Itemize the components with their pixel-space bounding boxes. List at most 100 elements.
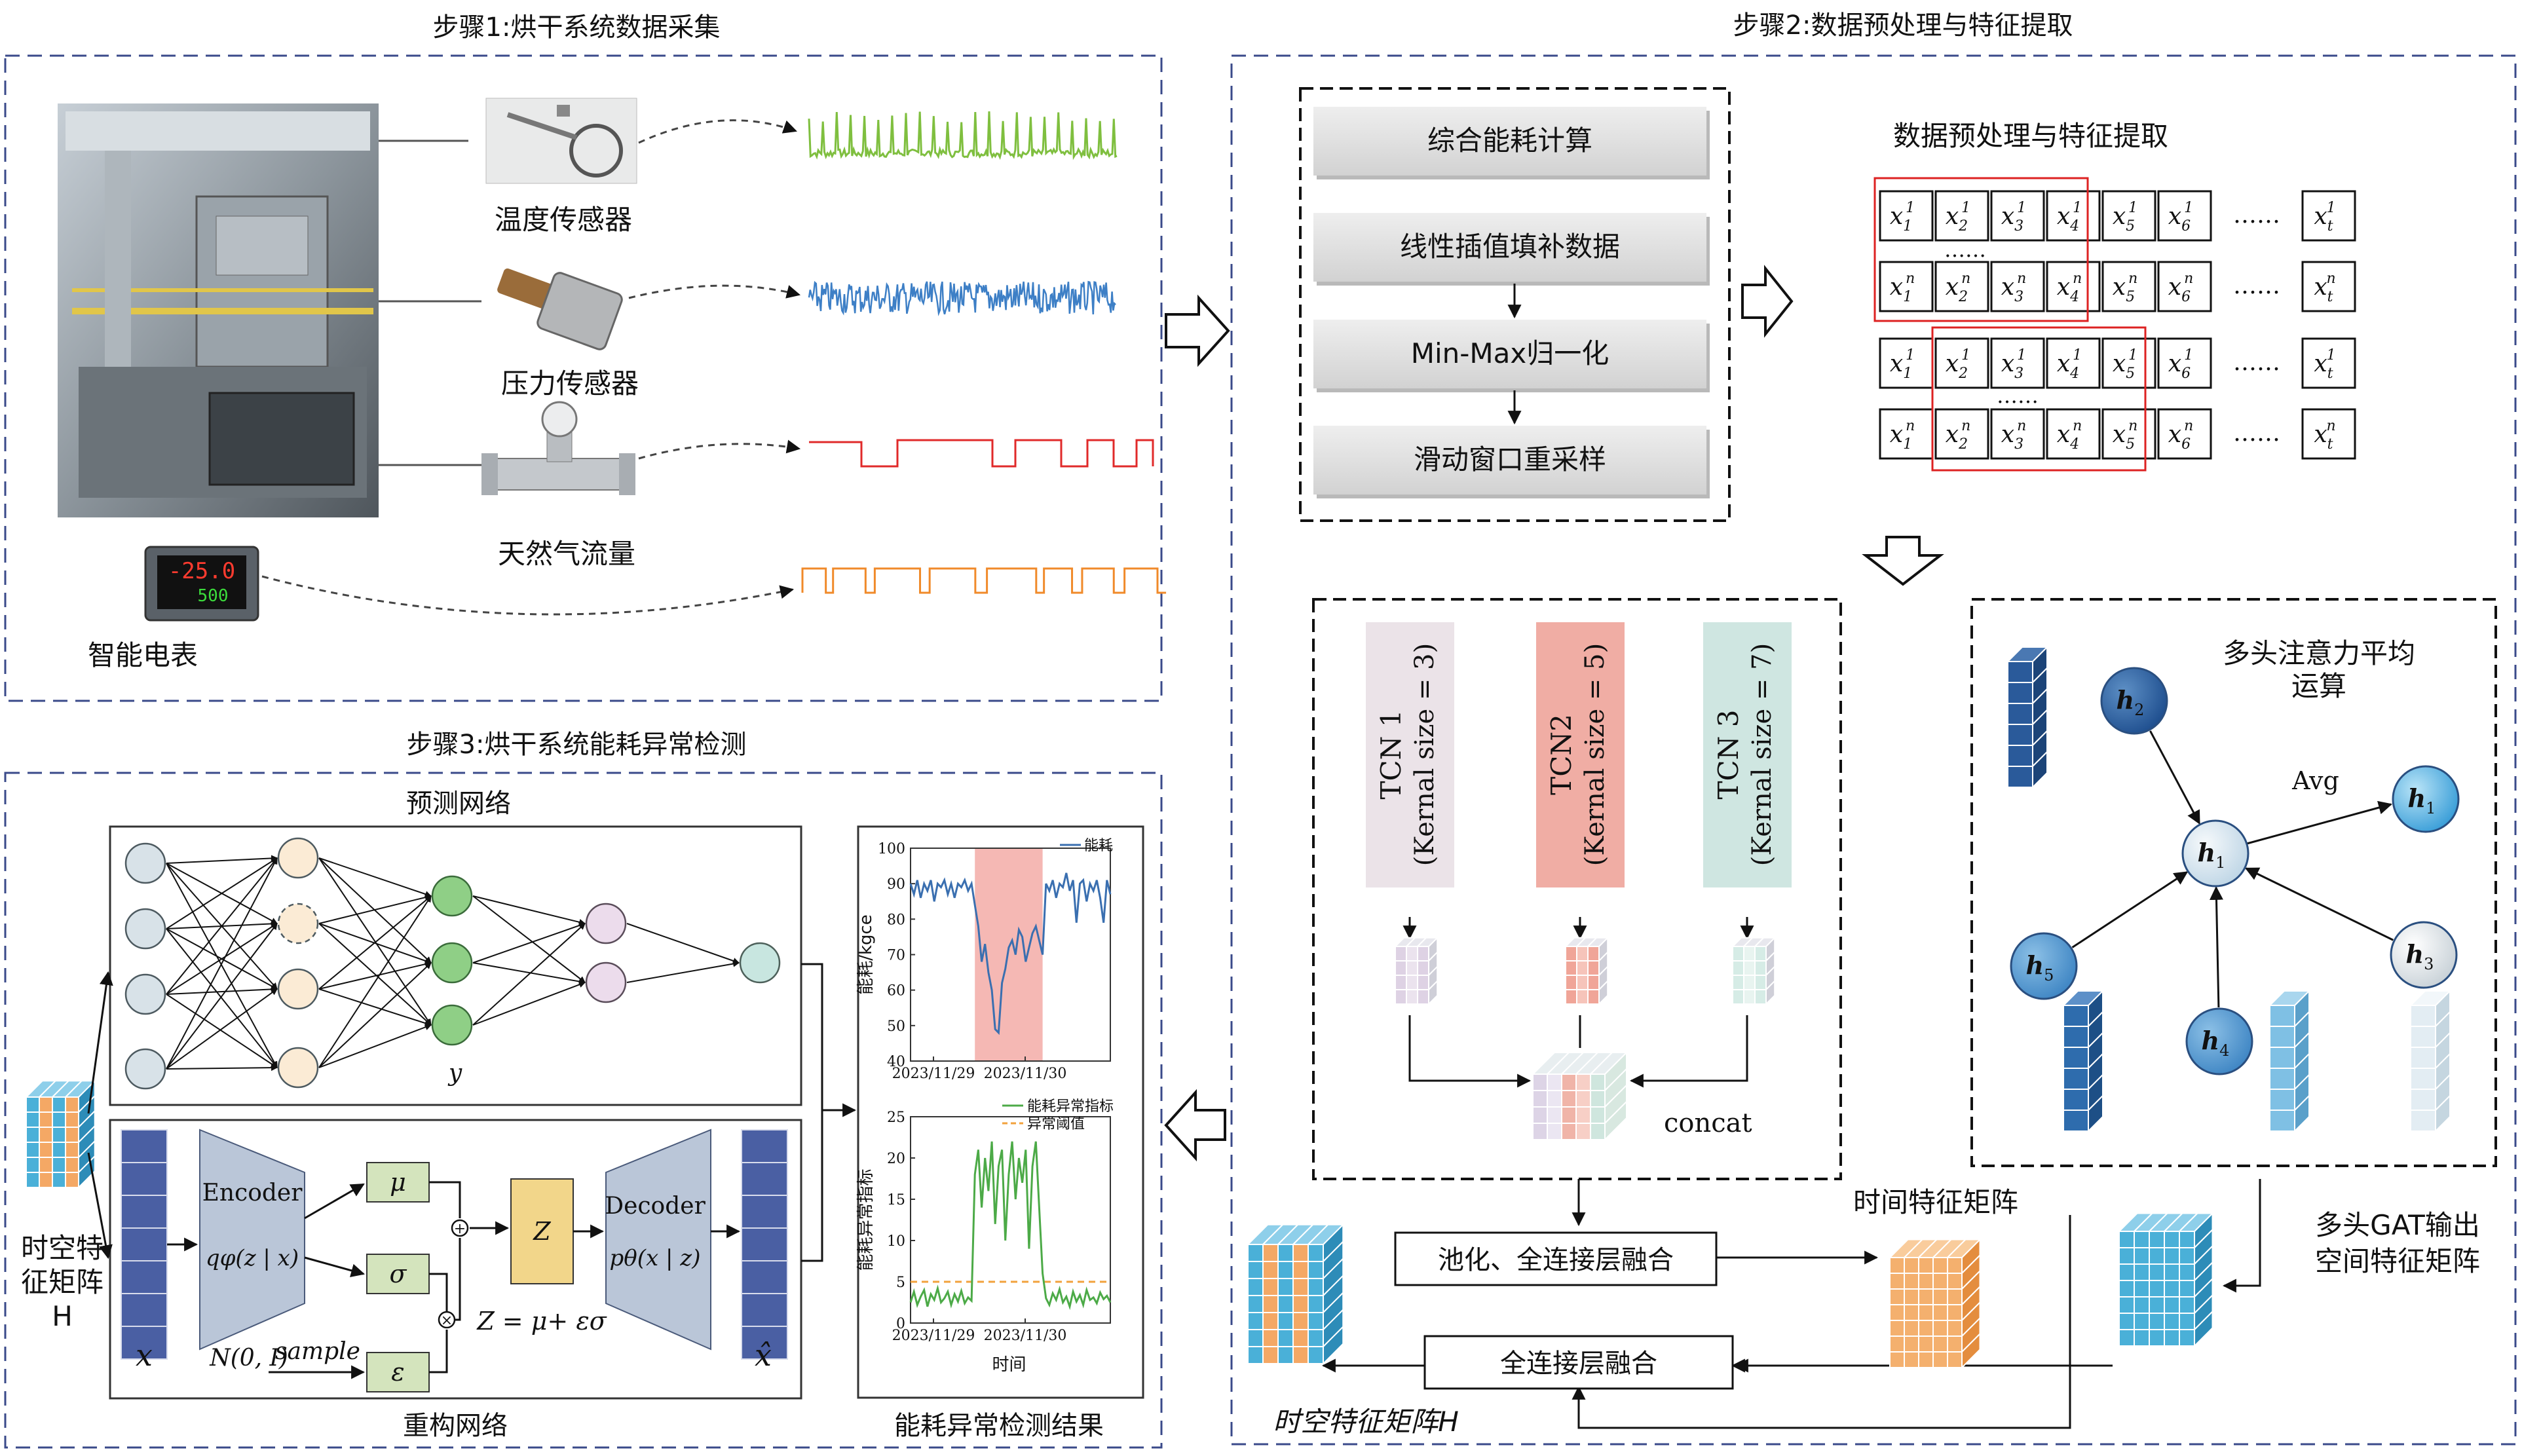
vae-connector (304, 1183, 365, 1220)
nn-connection (166, 855, 278, 864)
matrix-cell (2301, 261, 2356, 312)
matrix-cell (2046, 261, 2101, 312)
matrix-cell-label: x6n (2168, 271, 2193, 305)
nn-neuron-l1 (277, 968, 319, 1010)
matrix-cell (1934, 190, 1989, 242)
vae-input-cell (121, 1293, 168, 1327)
matrix-cell (2157, 337, 2212, 389)
matrix-cell-label: xt1 (2314, 347, 2335, 382)
sigma-box-label: σ (390, 1260, 407, 1288)
y-tick-label: 90 (887, 876, 905, 893)
gas-flow-meter-image (481, 401, 635, 495)
vae-connector (429, 1273, 448, 1311)
multiply-op (438, 1311, 456, 1329)
temperature-signal (808, 111, 1118, 160)
step1-to-step2-arrow (1165, 294, 1230, 367)
nn-neuron-l2 (431, 1004, 473, 1046)
gas-flow-label: 天然气流量 (498, 538, 635, 570)
sensor-signal-waveforms (801, 111, 1167, 594)
reconstruction-net-box (109, 1119, 802, 1400)
tcn-3-output-cube (1731, 936, 1777, 1006)
vae-connector (429, 1181, 461, 1218)
concat-label: concat (1664, 1108, 1752, 1138)
matrix-to-model-arrow (1862, 536, 1944, 586)
st-matrix-label: 时空特征矩阵H (1273, 1406, 1459, 1438)
vae-output-xhat: x̂ (755, 1337, 772, 1373)
nn-connection (472, 922, 586, 963)
nn-neuron-l3 (585, 961, 627, 1003)
y-tick-label: 50 (887, 1018, 905, 1035)
gat-output-label-1: 多头GAT输出 (2315, 1209, 2480, 1241)
matrix-cell-label: x4n (2057, 418, 2082, 453)
gat-avg-edge (2246, 800, 2393, 845)
node-h4 (2185, 1007, 2253, 1075)
step3-panel (4, 772, 1163, 1449)
matrix-cell-label: x3n (2001, 418, 2026, 453)
svg-text:-25.0: -25.0 (168, 558, 235, 584)
vae-input-cell (121, 1227, 168, 1261)
encoder-label: Encoder (202, 1180, 303, 1206)
nn-connection (166, 857, 278, 1070)
y-tick-label: 10 (887, 1233, 905, 1250)
vae-connector (429, 1330, 448, 1373)
matrix-cell (2157, 408, 2212, 460)
feature-matrix-cubes (1246, 1212, 2214, 1370)
pooling-fc-fusion-label: 池化、全连接层融合 (1438, 1245, 1674, 1275)
multiply-op-symbol: × (441, 1313, 453, 1329)
step1-panel (4, 54, 1163, 702)
nn-neuron-l3 (585, 903, 627, 944)
nn-connection (318, 894, 432, 924)
nn-neuron-l1 (277, 837, 319, 879)
matrix-cell-label: x31 (2001, 347, 2026, 382)
vae-output-cell (741, 1195, 788, 1229)
smart-meter-label: 智能电表 (88, 639, 198, 671)
y-tick-label: 60 (887, 983, 905, 999)
tcn-branches: TCN 1(Kernal size = 3)TCN2(Kernal size =… (1366, 622, 1792, 1142)
vae-output-cell (741, 1129, 788, 1163)
nn-connection (166, 923, 278, 1070)
matrix-cell-label: x2n (1946, 271, 1970, 305)
chart-1-frame (910, 1116, 1111, 1324)
gat-feature-stack-h5 (2061, 989, 2105, 1133)
nn-connection (626, 960, 740, 983)
nn-connection (318, 857, 432, 897)
fc-fusion-label: 全连接层融合 (1500, 1349, 1657, 1379)
tcn-3-param: (Kernal size = 7) (1747, 643, 1777, 866)
node-h1-out (2392, 765, 2460, 833)
reparam-formula: Z = μ+ εσ (476, 1307, 607, 1335)
matrix-cell (2157, 190, 2212, 242)
y-tick-label: 40 (887, 1054, 905, 1070)
matrix-row-ellipsis: …… (2233, 349, 2280, 376)
matrix-cell-label: xtn (2314, 271, 2335, 305)
matrix-cell (1879, 337, 1934, 389)
matrix-cell-label: x4n (2057, 271, 2082, 305)
vae-input-cell (121, 1129, 168, 1163)
nn-connection (166, 923, 278, 995)
vae-output-cell (741, 1293, 788, 1327)
gat-feature-stack-h4 (2268, 989, 2311, 1133)
x-tick-label: 2023/11/29 (892, 1328, 975, 1344)
input-label-1: 时空特 (21, 1232, 104, 1264)
interpolation-step-label: 线性插值填补数据 (1400, 231, 1620, 263)
matrix-cell (1990, 261, 2045, 312)
x-tick-label: 2023/11/30 (984, 1328, 1067, 1344)
gat-edge (2071, 871, 2189, 948)
nn-connection (472, 895, 586, 925)
concat-cube (1531, 1051, 1628, 1142)
nn-connection (166, 857, 278, 929)
node-h5 (2010, 932, 2078, 1000)
nn-neuron-l2 (431, 875, 473, 917)
prediction-net-title: 预测网络 (406, 789, 511, 819)
decoder-fn: pθ(x | z) (610, 1245, 701, 1271)
spatiotemporal-matrix-cube (1246, 1223, 1345, 1366)
preprocess-pipeline-box (1299, 87, 1731, 522)
matrix-cell-label: x41 (2057, 200, 2082, 234)
node-h3 (2390, 921, 2458, 989)
x-tick-label: 2023/11/30 (984, 1066, 1067, 1082)
nn-connection (472, 962, 586, 985)
minmax-step-label: Min-Max归一化 (1411, 337, 1609, 369)
nn-connection (318, 988, 432, 1027)
